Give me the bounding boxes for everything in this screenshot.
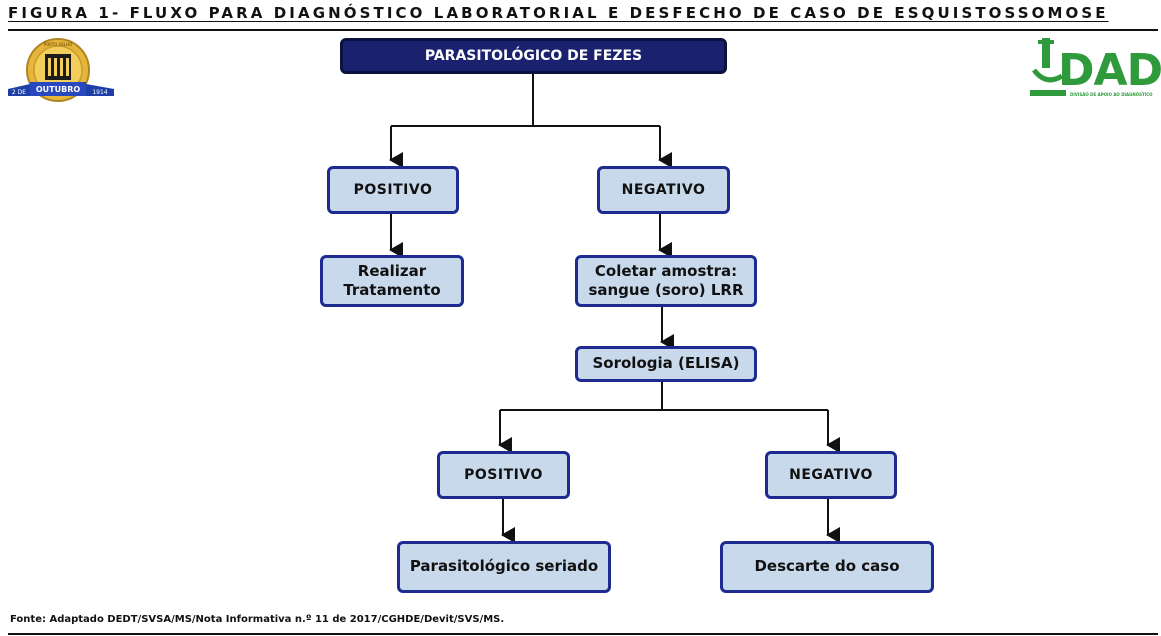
dad-logo-subtitle: DIVISÃO DE APOIO AO DIAGNÓSTICO <box>1070 92 1153 97</box>
sorologia-elisa-box: Sorologia (ELISA) <box>575 346 757 382</box>
seal-left-text: 2 DE <box>12 89 26 96</box>
seal-top-text: PORTO VELHO <box>44 42 73 47</box>
title-rule <box>8 29 1158 31</box>
parasitologico-fezes-box: PARASITOLÓGICO DE FEZES <box>340 38 727 74</box>
positivo-box-2: POSITIVO <box>437 451 570 499</box>
source-caption: Fonte: Adaptado DEDT/SVSA/MS/Nota Inform… <box>10 614 505 625</box>
parasitologico-seriado-box: Parasitológico seriado <box>397 541 611 593</box>
dad-logo-text: DAD <box>1058 45 1161 96</box>
positivo-box-1: POSITIVO <box>327 166 459 214</box>
seal-banner-text: OUTUBRO <box>36 85 81 94</box>
coletar-amostra-box: Coletar amostra: sangue (soro) LRR <box>575 255 757 307</box>
figure-title: FIGURA 1- FLUXO PARA DIAGNÓSTICO LABORAT… <box>8 4 1109 22</box>
negativo-box-2: NEGATIVO <box>765 451 897 499</box>
negativo-box-1: NEGATIVO <box>597 166 730 214</box>
bottom-rule <box>8 633 1158 635</box>
city-seal-logo: OUTUBRO 2 DE 1914 PORTO VELHO <box>8 36 114 110</box>
descarte-caso-box: Descarte do caso <box>720 541 934 593</box>
dad-logo <box>1028 36 1068 104</box>
seal-right-text: 1914 <box>92 89 107 96</box>
realizar-tratamento-box: Realizar Tratamento <box>320 255 464 307</box>
